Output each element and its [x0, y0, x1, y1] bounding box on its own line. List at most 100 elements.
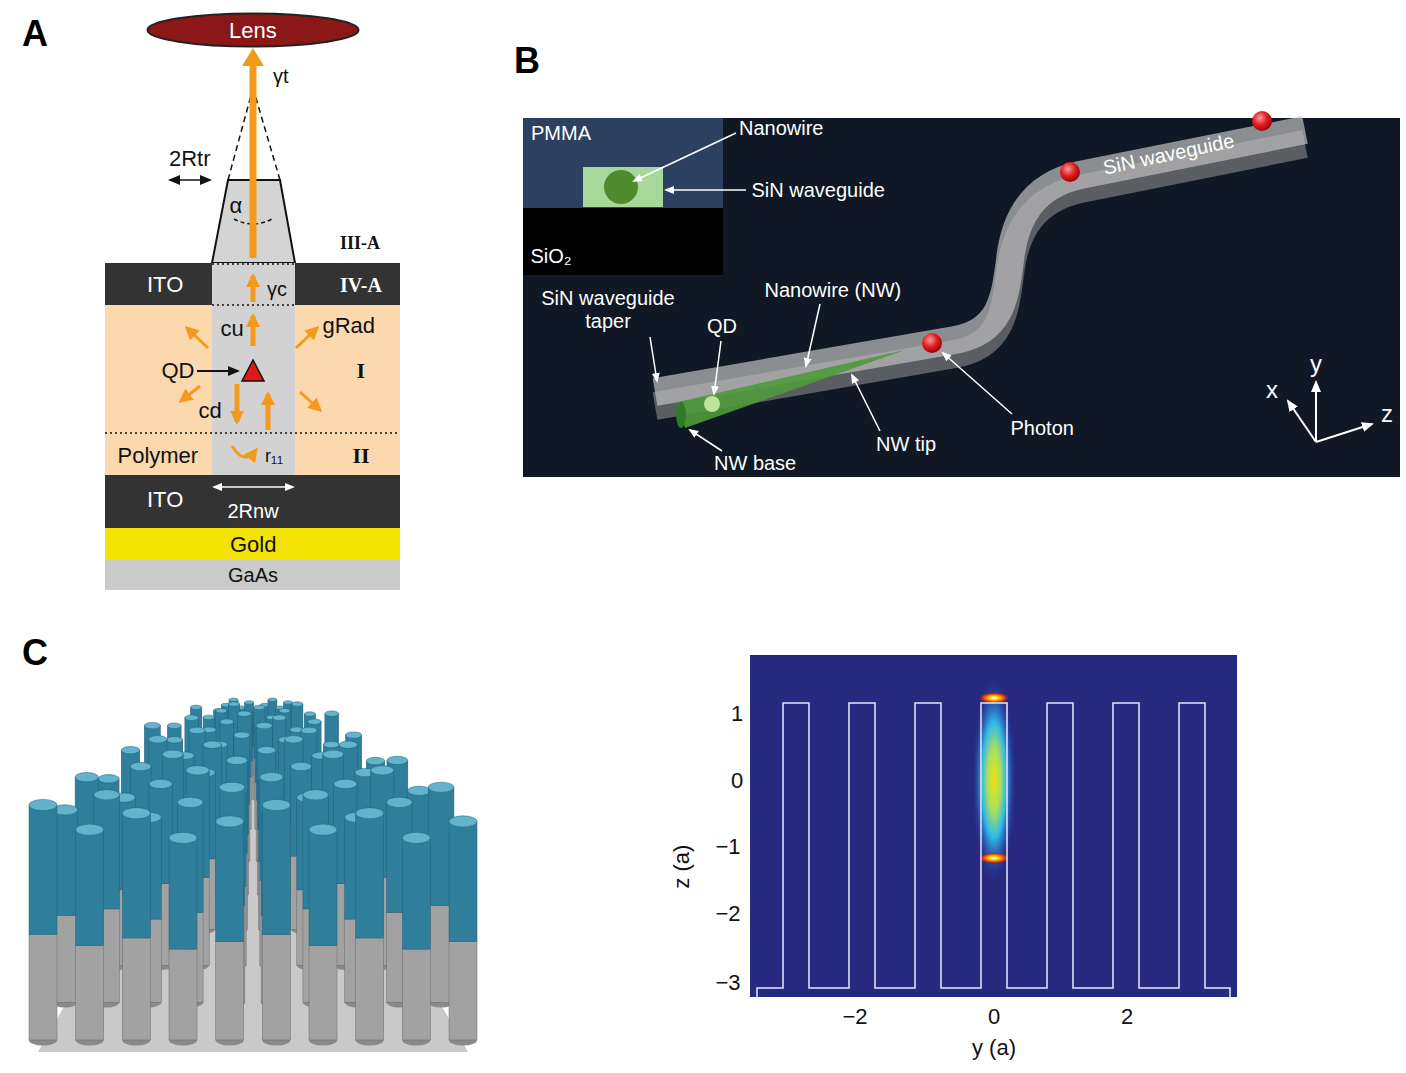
pillar — [276, 773, 285, 777]
callout-label: QD — [707, 315, 737, 338]
pillar — [122, 1034, 150, 1045]
pillar — [75, 881, 98, 966]
pillar — [177, 912, 203, 1002]
pillar — [189, 858, 205, 864]
pillar — [76, 830, 104, 946]
pillar — [94, 795, 120, 909]
pillar — [169, 832, 197, 843]
pillar — [162, 925, 183, 933]
pillar — [223, 791, 246, 887]
pillar — [216, 821, 244, 941]
pillar — [291, 925, 312, 933]
pillar — [262, 805, 290, 934]
pillar — [297, 793, 320, 802]
text-holder: cd — [199, 398, 222, 423]
pillar — [254, 758, 265, 799]
pillar — [304, 761, 315, 799]
pillar — [408, 786, 431, 795]
callout-label: NW base — [714, 452, 796, 475]
pillar — [167, 806, 183, 860]
pillar — [76, 1034, 104, 1045]
pillar — [130, 856, 151, 929]
pillar — [229, 700, 238, 741]
pillar — [292, 702, 303, 707]
pillar — [334, 884, 357, 966]
pillar — [216, 797, 227, 802]
pillar — [167, 723, 181, 728]
pillar — [260, 705, 269, 743]
text-holder: NW base — [714, 452, 796, 475]
pillar — [220, 719, 234, 724]
pillar — [136, 812, 162, 822]
lens-ellipse: Lens — [146, 12, 360, 48]
pillar — [190, 797, 201, 802]
pillar — [252, 710, 261, 746]
node-text: 2Rnw — [228, 500, 279, 523]
pillar — [339, 741, 357, 748]
text-holder: γc — [267, 278, 287, 301]
pillar — [279, 711, 290, 760]
pillar — [29, 799, 57, 810]
pillar — [190, 705, 201, 710]
pillar — [262, 934, 290, 1040]
pillar — [167, 826, 181, 831]
pillar — [254, 705, 265, 710]
pillar — [169, 949, 197, 1040]
pillar — [203, 797, 214, 802]
pillar — [301, 802, 317, 861]
pillar — [262, 799, 290, 810]
pillar — [290, 826, 304, 831]
text-holder: Gold — [230, 532, 276, 557]
text-holder: ITO — [147, 487, 183, 512]
pillar — [75, 772, 98, 781]
pillar — [177, 797, 203, 807]
pillar — [228, 797, 239, 802]
pillar — [266, 715, 277, 720]
pillar — [94, 997, 120, 1007]
pillar — [29, 934, 57, 1040]
pillar — [176, 756, 194, 832]
pillar — [278, 740, 294, 807]
text-holder: Polymer — [118, 443, 199, 468]
rate-label: γc — [267, 278, 287, 301]
ito-layer: ITO 2Rnw — [105, 475, 400, 528]
text-holder: γt — [273, 65, 289, 88]
pillar — [279, 708, 290, 713]
pillar — [227, 853, 248, 929]
pillar — [260, 881, 283, 966]
text-holder: C — [22, 632, 48, 673]
coefficient-label: cd — [199, 398, 222, 423]
pillar — [387, 912, 413, 1002]
pillar — [189, 802, 205, 861]
pillar — [402, 1034, 430, 1045]
pillar — [255, 826, 269, 831]
pillar — [260, 777, 283, 881]
pillar — [366, 891, 384, 898]
panel-a-art — [170, 48, 295, 263]
pillar — [312, 832, 330, 894]
pillar — [449, 942, 477, 1040]
panel-c-art — [29, 655, 1237, 1052]
pillar — [303, 795, 329, 909]
axis-title: y (a) — [972, 1035, 1016, 1060]
pillar — [268, 773, 277, 777]
text-holder: z — [1381, 400, 1393, 428]
tick-label: 1 — [731, 701, 743, 726]
pillar — [130, 762, 151, 770]
text-holder: Nanowire — [739, 117, 823, 140]
pillar — [257, 830, 275, 895]
pillar — [307, 722, 321, 781]
pillar — [211, 741, 227, 747]
pillar — [29, 1034, 57, 1045]
text-holder: A — [22, 13, 48, 54]
pillar — [221, 773, 230, 777]
panel-letter: C — [22, 632, 48, 673]
pillar — [334, 961, 357, 970]
pillar — [266, 797, 277, 802]
pillar — [219, 997, 245, 1007]
pillar — [356, 1034, 384, 1045]
pillar — [112, 890, 135, 965]
pillar — [121, 750, 139, 829]
pillar — [241, 761, 252, 799]
